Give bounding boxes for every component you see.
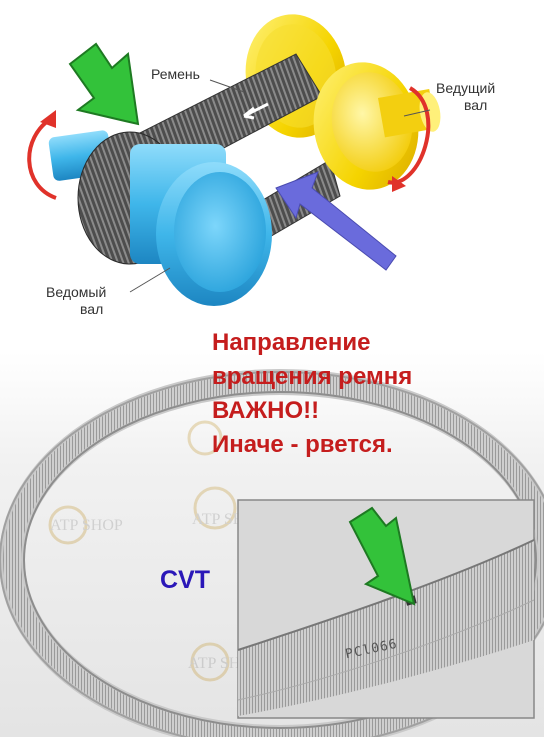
driven-shaft-label-line2: вал bbox=[80, 301, 104, 317]
driven-rotation-arrow bbox=[27, 116, 57, 200]
belt-label: Ремень bbox=[151, 66, 200, 82]
driving-shaft-label-line2: вал bbox=[464, 97, 488, 113]
watermark-logo-2: ATP SHOP bbox=[48, 505, 123, 545]
green-pointer-arrow-top bbox=[68, 42, 140, 126]
cvt-belt-ring bbox=[0, 369, 544, 737]
warning-message: Направление вращения ремня ВАЖНО!! Иначе… bbox=[212, 326, 412, 462]
driven-pulley bbox=[48, 130, 272, 306]
belt-direction-arrow-mid bbox=[243, 102, 269, 120]
driving-leader-line bbox=[403, 109, 431, 117]
warning-line-1: Направление bbox=[212, 329, 371, 356]
driving-shaft-label: Ведущий вал bbox=[436, 80, 495, 114]
watermark-logo-3 bbox=[187, 420, 223, 456]
green-pointer-arrow-inset bbox=[348, 506, 416, 606]
belt-direction-arrow-lower bbox=[275, 164, 302, 184]
driven-rotation-arrowhead bbox=[40, 110, 56, 128]
cvt-label: CVT bbox=[160, 566, 210, 594]
driven-shaft-label-line1: Ведомый bbox=[46, 284, 107, 300]
svg-text:ATP SHOP: ATP SHOP bbox=[50, 517, 123, 534]
belt-leader-line bbox=[209, 79, 245, 93]
warning-line-3: ВАЖНО!! bbox=[212, 397, 320, 424]
driving-shaft-label-line1: Ведущий bbox=[436, 80, 496, 96]
driven-leader-line bbox=[129, 267, 171, 293]
blue-pointer-arrow bbox=[275, 171, 397, 271]
warning-line-2: вращения ремня bbox=[212, 363, 413, 390]
driven-shaft-label: Ведомый вал bbox=[46, 284, 106, 318]
driving-rotation-arrowhead bbox=[392, 176, 406, 192]
warning-line-4: Иначе - рвется. bbox=[212, 431, 393, 458]
